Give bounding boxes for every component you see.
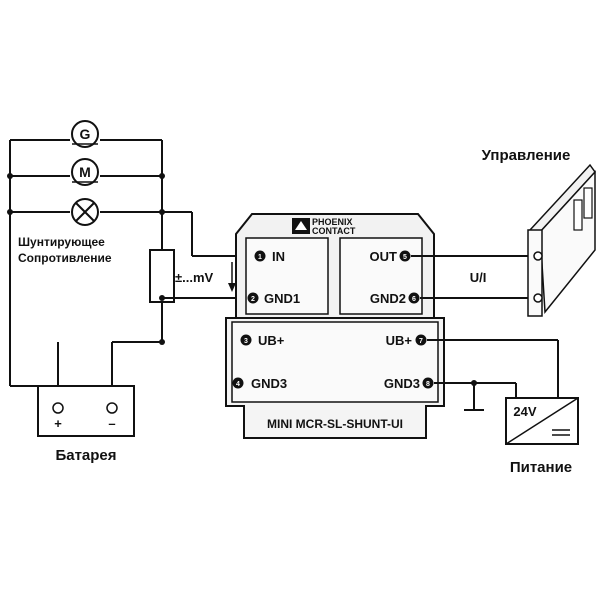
motor-symbol: M bbox=[71, 158, 99, 186]
terminal-number: 4 bbox=[236, 381, 240, 388]
motor-label: M bbox=[79, 164, 91, 180]
terminal-number: 1 bbox=[258, 254, 262, 261]
terminal-label: UB+ bbox=[258, 333, 285, 348]
terminal-label: GND1 bbox=[264, 291, 300, 306]
power-wiring bbox=[427, 339, 559, 411]
shunt-module bbox=[225, 213, 445, 439]
terminal-label: OUT bbox=[370, 249, 398, 264]
phoenix-contact-logo: PHOENIX CONTACT bbox=[292, 217, 356, 236]
terminal-gnd2: 6 GND2 bbox=[370, 291, 420, 306]
terminal-number: 5 bbox=[403, 254, 407, 261]
battery: + – bbox=[10, 341, 162, 437]
terminal-number: 8 bbox=[426, 381, 430, 388]
terminal-label: GND3 bbox=[251, 376, 287, 391]
terminal-label: GND2 bbox=[370, 291, 406, 306]
terminal-ub-plus-right: 7 UB+ bbox=[386, 333, 427, 348]
brand-line2: CONTACT bbox=[312, 226, 356, 236]
terminal-out: 5 OUT bbox=[370, 249, 411, 264]
shunt-label-line2: Сопротивление bbox=[18, 251, 112, 265]
lamp-symbol bbox=[71, 198, 99, 226]
generator-label: G bbox=[80, 126, 91, 142]
terminal-ub-plus-left: 3 UB+ bbox=[240, 333, 285, 348]
control-label: Управление bbox=[482, 147, 571, 164]
millivolt-label: ±...mV bbox=[175, 270, 214, 285]
brand-line1: PHOENIX bbox=[312, 217, 353, 227]
terminal-number: 3 bbox=[244, 338, 248, 345]
shunt-label-line1: Шунтирующее bbox=[18, 235, 105, 249]
model-label: MINI MCR-SL-SHUNT-UI bbox=[267, 417, 403, 431]
measurement-arrow bbox=[228, 262, 236, 292]
terminal-label: IN bbox=[272, 249, 285, 264]
terminal-label: GND3 bbox=[384, 376, 420, 391]
terminal-number: 7 bbox=[419, 338, 423, 345]
battery-label: Батарея bbox=[55, 447, 116, 464]
battery-plus: + bbox=[54, 416, 62, 431]
terminal-gnd1: 2 GND1 bbox=[247, 291, 300, 306]
terminal-in: 1 IN bbox=[254, 249, 285, 264]
shunt-resistor bbox=[149, 212, 260, 345]
terminal-gnd3-left: 4 GND3 bbox=[232, 376, 287, 391]
power-supply: 24V bbox=[505, 397, 579, 445]
generator-symbol: G bbox=[71, 120, 99, 148]
power-supply-label: Питание bbox=[510, 459, 572, 476]
output-wiring bbox=[411, 255, 538, 299]
terminal-number: 6 bbox=[412, 296, 416, 303]
terminal-number: 2 bbox=[251, 296, 255, 303]
ui-label: U/I bbox=[470, 270, 487, 285]
terminal-label: UB+ bbox=[386, 333, 413, 348]
control-card bbox=[527, 163, 596, 317]
terminal-gnd3-right: 8 GND3 bbox=[384, 376, 434, 391]
voltage-label: 24V bbox=[513, 404, 536, 419]
load-circuit bbox=[7, 139, 192, 386]
battery-minus: – bbox=[108, 416, 115, 431]
